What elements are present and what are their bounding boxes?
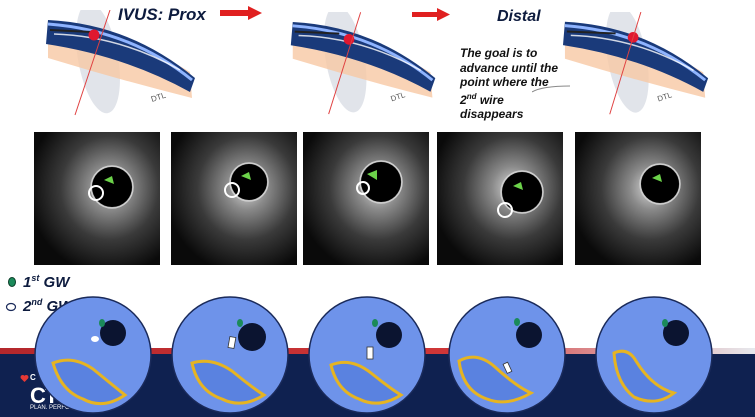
goal-line: The goal is to: [460, 46, 538, 60]
right-arrow-icon: [412, 8, 450, 21]
title-distal: Distal: [497, 8, 541, 25]
schematic-3: [308, 296, 426, 414]
logo-tagline: PLAN. PERFORM.: [30, 405, 81, 411]
dtl-label: DTL: [656, 90, 673, 103]
goal-line: 2nd wire: [460, 90, 580, 108]
logo-small-text: C: [30, 373, 36, 382]
ivus-frame-2: [171, 132, 297, 265]
heart-logo-icon: [20, 374, 29, 382]
schematic-5: [595, 296, 713, 414]
ivus-frame-4: [437, 132, 563, 265]
schematic-2: [171, 296, 289, 414]
goal-note: The goal is to advance until the point w…: [460, 46, 580, 122]
goal-line: point where the: [460, 75, 549, 90]
goal-line: disappears: [460, 107, 524, 122]
legend-first-num: 1: [23, 274, 32, 291]
ivus-frame-1: [34, 132, 160, 265]
legend-first-gw: 1st GW: [23, 273, 69, 291]
goal-ordinal: 2: [460, 92, 467, 107]
goal-line: advance until the: [460, 60, 559, 75]
goal-ordinal-sup: nd: [466, 91, 477, 101]
legend-second-sup: nd: [31, 297, 43, 307]
ivus-frame-5: [575, 132, 701, 265]
ivus-frame-3: [303, 132, 429, 265]
right-arrow-icon: [220, 6, 262, 20]
legend-first-label: GW: [39, 274, 70, 291]
vessel-illustration-distal: DTL: [562, 12, 709, 115]
title-ivus-prox: IVUS: Prox: [118, 5, 206, 24]
dtl-label: DTL: [150, 91, 168, 104]
vessel-illustration-mid: DTL: [290, 12, 436, 115]
schematic-4: [448, 296, 566, 414]
dtl-label: DTL: [390, 90, 407, 103]
second-gw-dot-icon: [5, 302, 17, 312]
legend-second-num: 2: [23, 298, 32, 315]
goal-wire-text: wire: [479, 92, 504, 107]
callout-line: [532, 85, 571, 93]
first-gw-dot-icon: [8, 277, 16, 287]
legend-first-sup: st: [31, 273, 40, 283]
vessel-illustration-prox: DTL: [46, 10, 195, 116]
schematic-1: [34, 296, 152, 414]
